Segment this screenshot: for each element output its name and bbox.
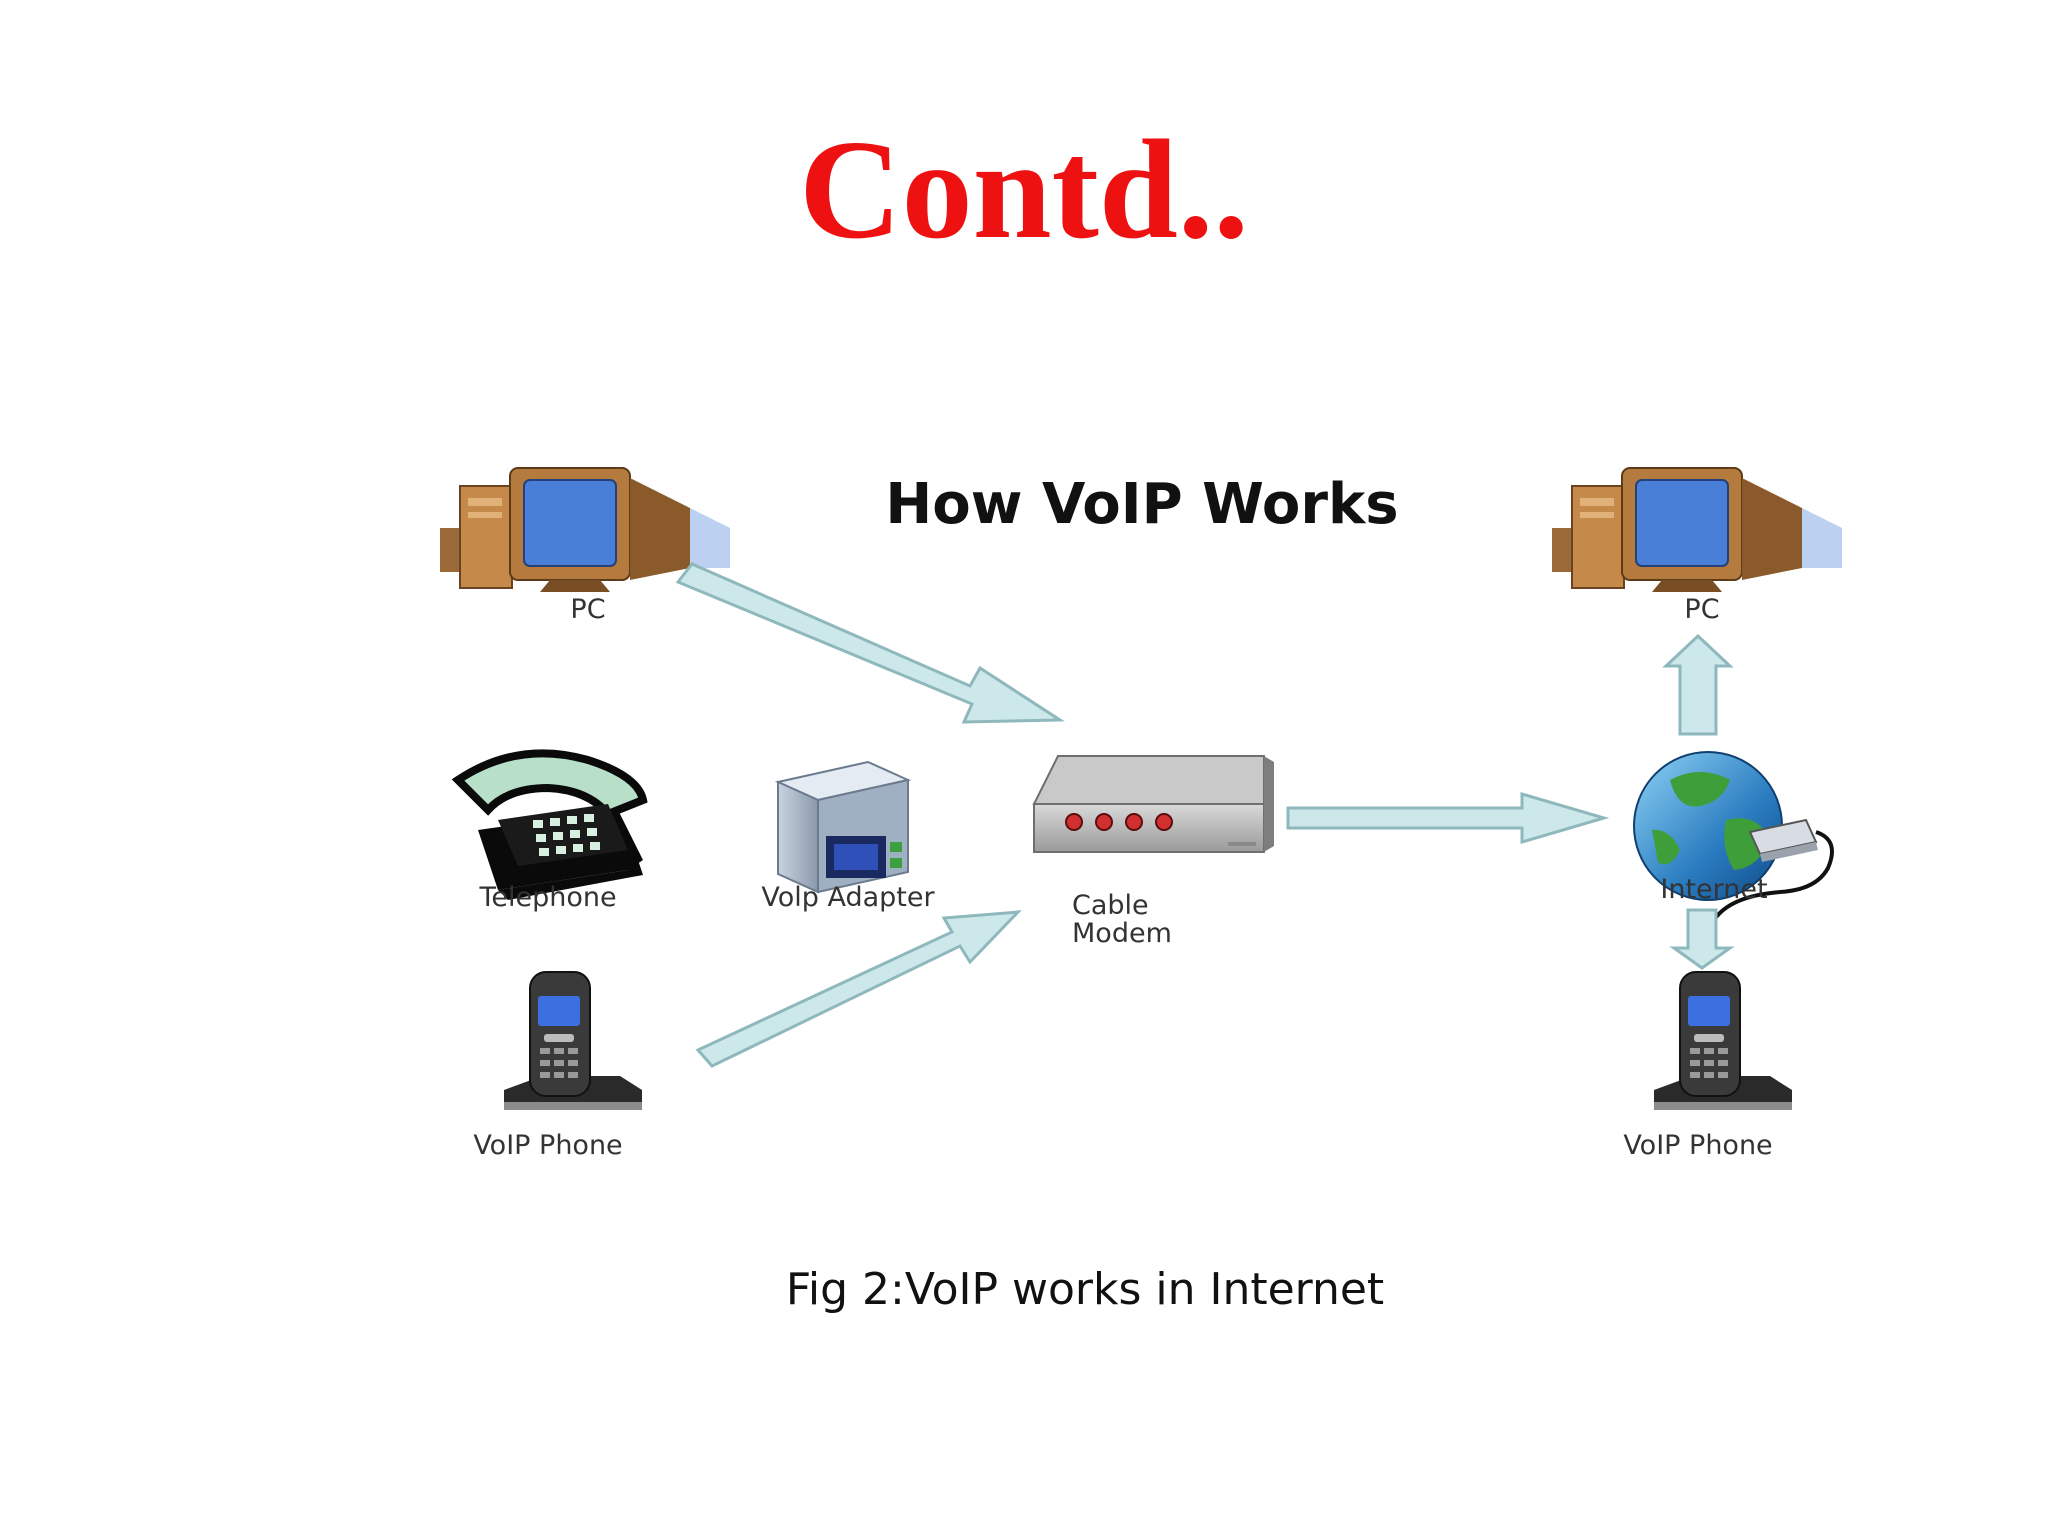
pc-right-label: PC	[1684, 594, 1719, 625]
telephone-icon	[451, 749, 648, 900]
figure-caption: Fig 2:VoIP works in Internet	[785, 1264, 1385, 1315]
voip-phone-left-label: VoIP Phone	[473, 1130, 622, 1161]
cable-modem-icon	[1032, 755, 1274, 853]
internet-label: Internet	[1660, 874, 1767, 905]
arrow-modem-to-internet	[1286, 791, 1610, 845]
pc-left-label: PC	[570, 594, 605, 625]
cable-modem-label-line1: Cable	[1072, 890, 1149, 921]
voip-phone-left-icon	[504, 971, 642, 1110]
pc-left-icon	[440, 467, 730, 592]
voip-adapter-icon	[774, 760, 912, 894]
internet-globe-icon	[1633, 751, 1834, 922]
diagram-title: How VoIP Works	[885, 472, 1398, 537]
arrow-internet-to-pc	[1662, 633, 1734, 736]
telephone-label: Telephone	[478, 882, 616, 913]
voip-adapter-label: Volp Adapter	[761, 882, 935, 913]
arrow-pc-to-modem	[675, 562, 1065, 724]
cable-modem-label-line2: Modem	[1072, 918, 1172, 949]
slide-title: Contd..	[799, 110, 1249, 268]
arrow-phone-to-modem	[695, 910, 1022, 1068]
pc-right-icon	[1552, 467, 1842, 592]
arrow-internet-to-phone	[1669, 908, 1735, 970]
voip-phone-right-icon	[1654, 971, 1792, 1110]
voip-phone-right-label: VoIP Phone	[1623, 1130, 1772, 1161]
